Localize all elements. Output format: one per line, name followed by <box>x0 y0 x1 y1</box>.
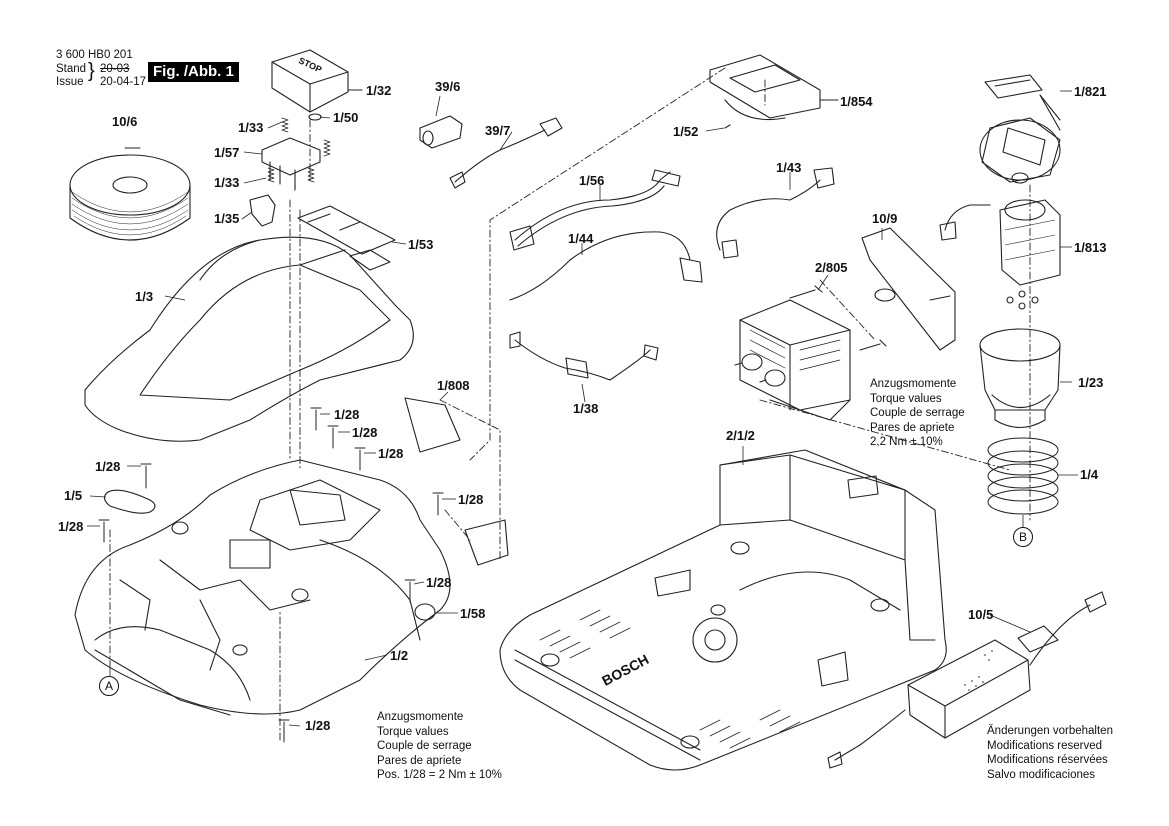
torque-line: Torque values <box>377 725 449 738</box>
part-label-1-854: 1/854 <box>840 94 873 109</box>
stand-label: Stand <box>56 63 87 75</box>
torque-line: Couple de serrage <box>377 740 472 752</box>
part-label-1-35: 1/35 <box>214 211 240 226</box>
torque-line: Pares de apriete <box>870 421 955 434</box>
part-label-1-28: 1/28 <box>58 519 84 534</box>
issue-value: 20-04-17 <box>100 76 147 88</box>
part-label-1-28: 1/28 <box>458 492 484 507</box>
torque-note-screws: Anzugsmomente Torque values Couple de se… <box>377 710 502 783</box>
stand-value: 20-03 <box>100 63 130 75</box>
part-label-1-44: 1/44 <box>568 231 594 246</box>
torque-line: Anzugsmomente <box>870 378 957 390</box>
part-label-1-28: 1/28 <box>426 575 452 590</box>
stop-button-cap-1-32 <box>271 49 349 113</box>
torque-line: 2,2 Nm ± 10% <box>870 436 943 448</box>
part-label-39-6: 39/6 <box>435 79 461 94</box>
docking-base-2-1-2 <box>499 449 947 771</box>
part-label-10-5: 10/5 <box>968 607 994 622</box>
wire-spool-10-6 <box>69 147 191 241</box>
part-label-2-805: 2/805 <box>815 260 848 275</box>
part-label-1-43: 1/43 <box>776 160 802 175</box>
note-line: Salvo modificaciones <box>987 768 1096 781</box>
note-line: Änderungen vorbehalten <box>987 725 1113 737</box>
reference-marker-b: B <box>1013 527 1033 547</box>
modifications-note: Änderungen vorbehalten Modifications res… <box>987 724 1113 782</box>
part-label-1-2: 1/2 <box>390 648 409 663</box>
note-line: Modifications reserved <box>987 739 1103 752</box>
part-label-1-28: 1/28 <box>305 718 331 733</box>
part-label-1-56: 1/56 <box>579 173 605 188</box>
part-label-1-821: 1/821 <box>1074 84 1107 99</box>
part-label-1-33: 1/33 <box>238 120 264 135</box>
part-label-1-23: 1/23 <box>1078 375 1104 390</box>
part-label-1-38: 1/38 <box>573 401 599 416</box>
part-label-1-808: 1/808 <box>437 378 470 393</box>
torque-line: Anzugsmomente <box>377 711 464 723</box>
lower-chassis-1-2 <box>74 459 451 716</box>
torque-line: Pares de apriete <box>377 754 462 767</box>
part-label-1-53: 1/53 <box>408 237 434 252</box>
note-line: Modifications réservées <box>987 754 1108 766</box>
torque-line: Couple de serrage <box>870 407 965 419</box>
torque-note-electronics: Anzugsmomente Torque values Couple de se… <box>870 377 965 450</box>
part-label-1-28: 1/28 <box>352 425 378 440</box>
part-label-1-813: 1/813 <box>1074 240 1107 255</box>
part-label-1-33: 1/33 <box>214 175 240 190</box>
upper-shell-1-3 <box>84 236 414 442</box>
part-label-1-28: 1/28 <box>378 446 404 461</box>
part-label-1-50: 1/50 <box>333 110 359 125</box>
reference-marker-a: A <box>99 676 119 696</box>
brace-icon: } <box>88 60 95 82</box>
torque-line: Torque values <box>870 392 942 405</box>
part-label-1-28: 1/28 <box>95 459 121 474</box>
part-label-10-9: 10/9 <box>872 211 898 226</box>
part-label-1-28: 1/28 <box>334 407 360 422</box>
power-supply-10-5 <box>827 591 1107 769</box>
part-label-1-5: 1/5 <box>64 488 83 503</box>
part-label-2-1-2: 2/1/2 <box>726 428 755 443</box>
part-label-1-57: 1/57 <box>214 145 240 160</box>
part-label-1-4: 1/4 <box>1080 467 1099 482</box>
part-label-1-58: 1/58 <box>460 606 486 621</box>
part-label-1-32: 1/32 <box>366 83 392 98</box>
part-label-1-3: 1/3 <box>135 289 154 304</box>
figure-label: Fig. /Abb. 1 <box>148 62 239 82</box>
document-number: 3 600 HB0 201 <box>56 49 133 61</box>
torque-line: Pos. 1/28 = 2 Nm ± 10% <box>377 769 502 781</box>
part-label-10-6: 10/6 <box>112 114 138 129</box>
part-label-39-7: 39/7 <box>485 123 511 138</box>
part-label-1-52: 1/52 <box>673 124 699 139</box>
issue-label: Issue <box>56 76 84 88</box>
